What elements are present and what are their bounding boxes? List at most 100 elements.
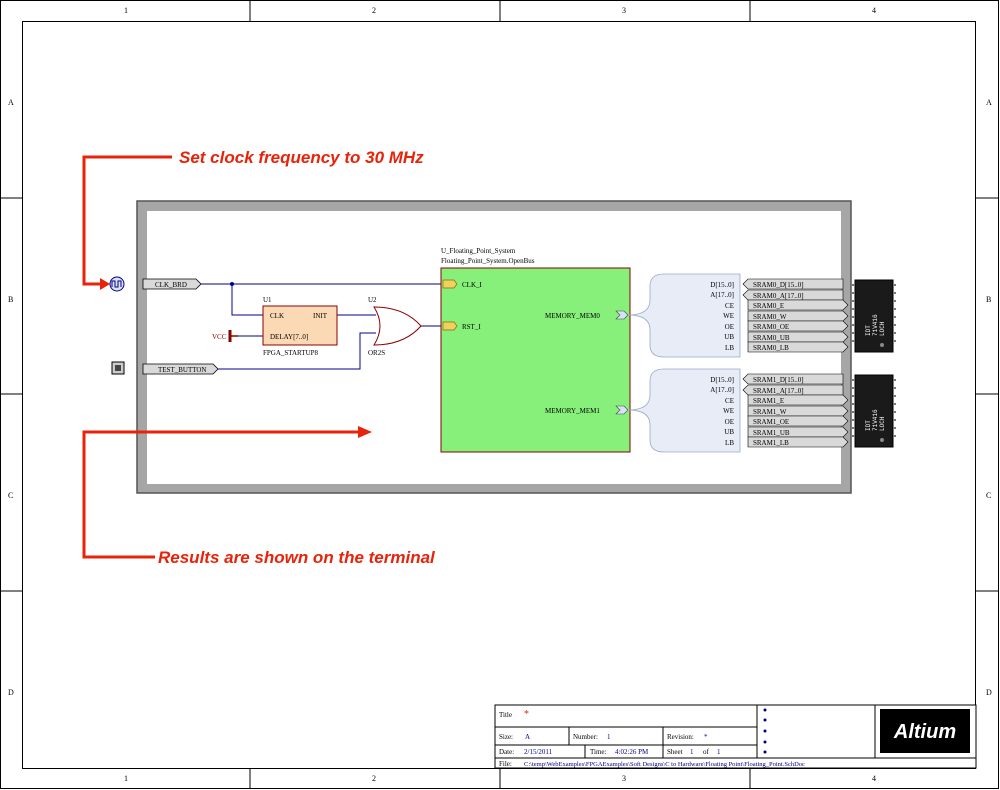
mem1-harness-pins: D[15..0] A[17..0] CE WE OE UB LB <box>710 376 734 447</box>
sram1-chip-icon[interactable]: IDT71V416LOCH <box>852 374 896 448</box>
mem0-pin-label: UB <box>724 333 734 341</box>
time-label: Time: <box>590 748 607 756</box>
clk-i-entry-icon <box>442 279 458 289</box>
zone-label-left-b: B <box>8 295 13 304</box>
sram0-port-label: SRAM0_OE <box>753 323 789 331</box>
zone-label-bottom-1: 1 <box>124 774 128 783</box>
clk-brd-port[interactable] <box>142 278 202 290</box>
sram0-ports: SRAM0_D[15..0] SRAM0_A[17..0] SRAM0_E SR… <box>742 278 849 353</box>
u1-component-name: FPGA_STARTUP8 <box>263 349 319 357</box>
zone-label-bottom-2: 2 <box>372 774 376 783</box>
u1-fpga-startup[interactable] <box>262 305 338 346</box>
revision-marker-icons <box>763 708 767 754</box>
sram0-port[interactable]: SRAM0_LB <box>747 341 849 353</box>
clock-annotation-arrow <box>82 155 172 286</box>
sram1-port[interactable]: SRAM1_D[15..0] <box>742 373 844 385</box>
sram1-port[interactable]: SRAM1_W <box>747 405 849 417</box>
sram1-port[interactable]: SRAM1_OE <box>747 415 849 427</box>
revision-value: * <box>704 733 708 741</box>
mem0-pin-label: WE <box>723 312 734 320</box>
sram0-port-label: SRAM0_LB <box>753 344 789 352</box>
zone-label-left-d: D <box>8 688 14 697</box>
test-button-port[interactable] <box>142 363 219 375</box>
clock-arrow-head-icon <box>100 278 110 290</box>
zone-label-right-d: D <box>986 688 992 697</box>
zone-label-right-a: A <box>986 98 992 107</box>
number-value: 1 <box>607 733 611 741</box>
sram0-port[interactable]: SRAM0_OE <box>747 320 849 332</box>
mem1-entry-icon <box>615 405 629 415</box>
zone-label-top-1: 1 <box>124 6 128 15</box>
sram0-port[interactable]: SRAM0_A[17..0] <box>742 289 844 301</box>
system-pin-mem0: MEMORY_MEM0 <box>545 312 600 320</box>
chip-label-line: 71V416 <box>872 314 879 336</box>
sram1-port[interactable]: SRAM1_E <box>747 394 849 406</box>
mem0-pin-label: D[15..0] <box>710 281 734 289</box>
mem1-pin-label: UB <box>724 428 734 436</box>
sram1-port-label: SRAM1_E <box>753 397 784 405</box>
system-pin-mem1: MEMORY_MEM1 <box>545 407 600 415</box>
sram0-port[interactable]: SRAM0_E <box>747 299 849 311</box>
terminal-arrow-head-icon <box>358 426 372 438</box>
mem0-pin-label: A[17..0] <box>710 291 734 299</box>
chip-label-line: IDT <box>865 325 872 336</box>
mem1-pin-label: WE <box>723 407 734 415</box>
date-label: Date: <box>499 748 514 756</box>
title-block <box>494 704 977 769</box>
of-label: of <box>703 748 710 756</box>
sram1-port-label: SRAM1_D[15..0] <box>753 376 804 384</box>
sram0-port-label: SRAM0_A[17..0] <box>753 292 804 300</box>
u1-pin-init: INIT <box>313 312 328 320</box>
u2-component-name: OR2S <box>368 349 385 357</box>
sram0-chip-icon[interactable]: IDT71V416LOCH <box>852 279 896 353</box>
zone-label-left-a: A <box>8 98 14 107</box>
sram0-port[interactable]: SRAM0_D[15..0] <box>742 278 844 290</box>
sram0-port[interactable]: SRAM0_UB <box>747 331 849 343</box>
date-value: 2/15/2011 <box>524 748 553 756</box>
sram1-port-label: SRAM1_LB <box>753 439 789 447</box>
zone-label-bottom-4: 4 <box>872 774 876 783</box>
u1-pin-clk: CLK <box>270 312 284 320</box>
number-label: Number: <box>573 733 598 741</box>
u1-designator: U1 <box>263 296 272 304</box>
sram0-port-label: SRAM0_W <box>753 313 787 321</box>
sram0-port-label: SRAM0_UB <box>753 334 790 342</box>
chip-label-line: LOCH <box>879 321 886 336</box>
clock-source-icon[interactable] <box>109 276 125 292</box>
zone-label-right-c: C <box>986 491 991 500</box>
of-value: 1 <box>717 748 721 756</box>
terminal-annotation-arrow <box>82 430 360 559</box>
sram1-port[interactable]: SRAM1_A[17..0] <box>742 384 844 396</box>
test-button-icon[interactable] <box>111 361 125 375</box>
sram1-port[interactable]: SRAM1_LB <box>747 436 849 448</box>
sheet-label: Sheet <box>667 748 683 756</box>
zone-label-bottom-3: 3 <box>622 774 626 783</box>
mem0-harness-connector <box>627 273 741 358</box>
sram0-port-label: SRAM0_E <box>753 302 784 310</box>
mem0-pin-label: OE <box>725 323 734 331</box>
sram1-port-label: SRAM1_W <box>753 408 787 416</box>
u2-or-gate-icon[interactable] <box>373 306 422 346</box>
altium-logo: Altium <box>893 721 956 743</box>
floating-point-system-sheet[interactable] <box>440 267 631 453</box>
chip-label-line: IDT <box>865 420 872 431</box>
sram1-port[interactable]: SRAM1_UB <box>747 426 849 438</box>
file-label: File: <box>499 760 512 768</box>
net-wires <box>201 283 442 370</box>
mem0-entry-icon <box>615 310 629 320</box>
sram0-port[interactable]: SRAM0_W <box>747 310 849 322</box>
sram1-port-label: SRAM1_A[17..0] <box>753 387 804 395</box>
size-label: Size: <box>499 733 513 741</box>
zone-label-top-3: 3 <box>622 6 626 15</box>
zone-label-left-c: C <box>8 491 13 500</box>
mem0-pin-label: LB <box>725 344 734 352</box>
revision-label: Revision: <box>667 733 694 741</box>
mem1-pin-label: LB <box>725 439 734 447</box>
system-pin-clk: CLK_I <box>462 281 483 289</box>
system-pin-rst: RST_I <box>462 323 481 331</box>
junction-dot <box>230 282 234 286</box>
sram1-ports: SRAM1_D[15..0] SRAM1_A[17..0] SRAM1_E SR… <box>742 373 849 448</box>
size-value: A <box>525 733 530 741</box>
